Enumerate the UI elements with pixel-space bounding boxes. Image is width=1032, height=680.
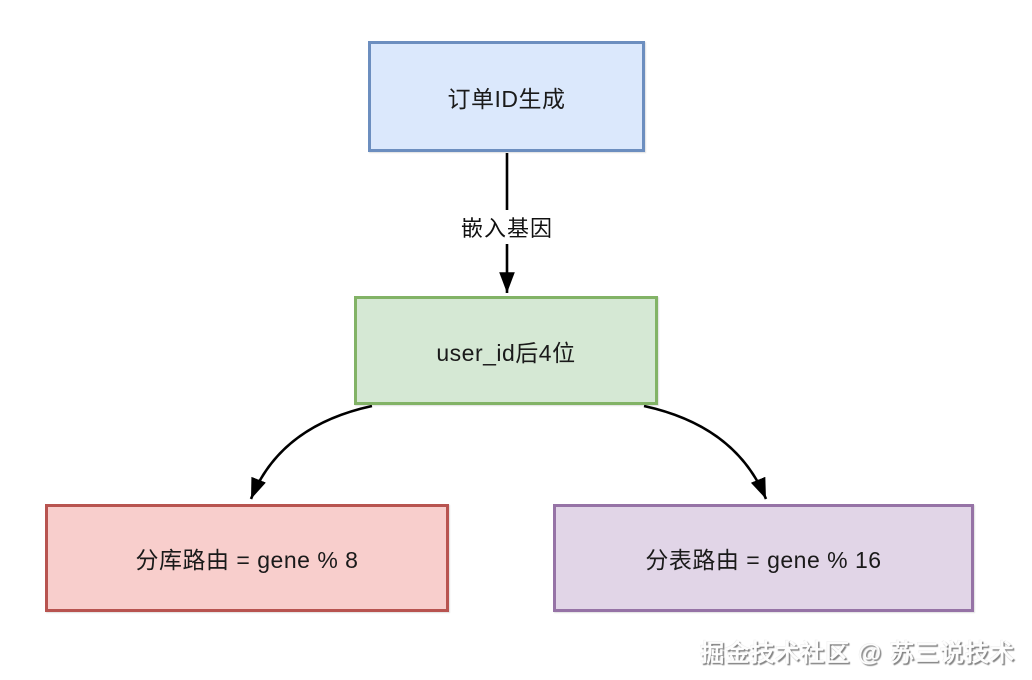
edge-label-embed-gene: 嵌入基因: [458, 210, 556, 244]
node-table-route: 分表路由 = gene % 16: [553, 504, 974, 612]
node-table-route-label: 分表路由 = gene % 16: [645, 547, 882, 573]
node-db-route: 分库路由 = gene % 8: [45, 504, 449, 612]
node-db-route-label: 分库路由 = gene % 8: [135, 547, 359, 573]
watermark-text: 掘金技术社区 @ 苏三说技术: [700, 640, 1015, 667]
arrow-userid-to-db-route: [249, 404, 373, 500]
node-order-id-label: 订单ID生成: [447, 85, 566, 112]
arrow-userid-to-table-route: [643, 404, 768, 500]
node-userid-last4-label: user_id后4位: [436, 339, 576, 366]
node-userid-last4: user_id后4位: [354, 296, 658, 405]
node-order-id-generation: 订单ID生成: [368, 41, 645, 152]
